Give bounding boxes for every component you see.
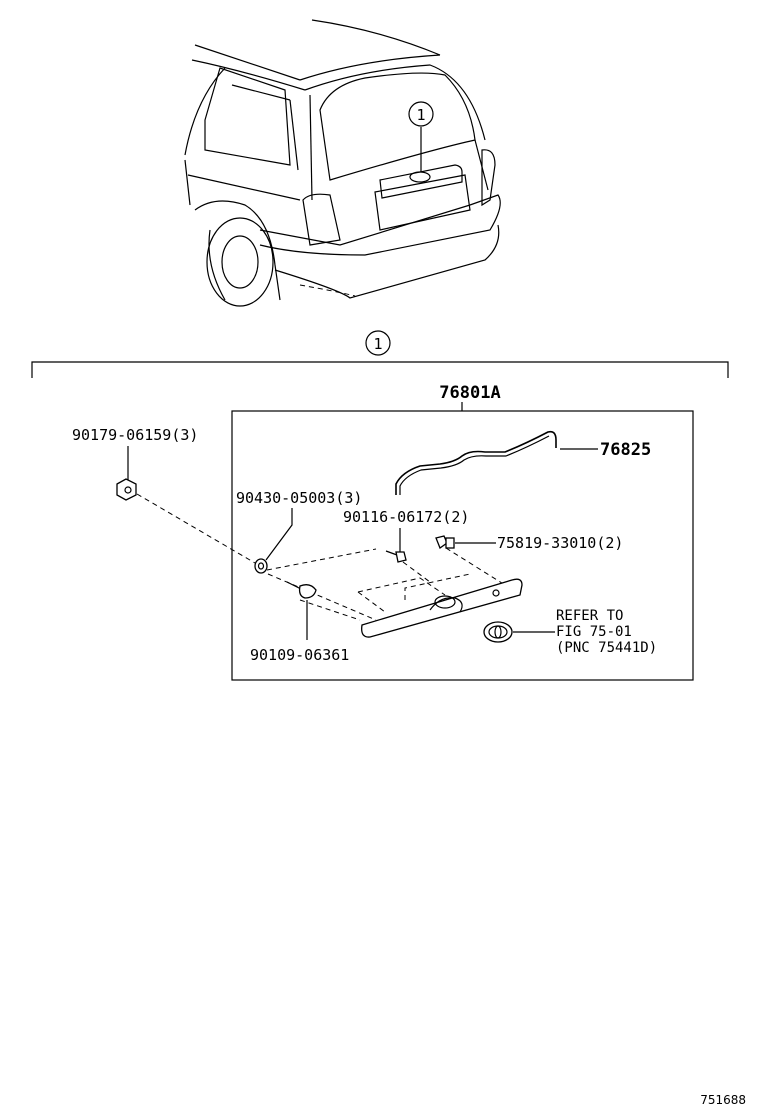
vehicle-rear-illustration (184, 19, 501, 307)
svg-text:(PNC 75441D): (PNC 75441D) (556, 640, 657, 656)
part-90116-bolt[interactable] (385, 550, 407, 563)
part-label-90109[interactable]: 90109-06361 (250, 646, 349, 664)
part-garnish[interactable] (361, 578, 523, 638)
svg-text:1: 1 (416, 106, 425, 124)
part-emblem[interactable] (483, 621, 513, 643)
figure-id: 751688 (700, 1093, 746, 1107)
part-label-90116[interactable]: 90116-06172(2) (343, 508, 469, 526)
reference-note[interactable]: REFER TO FIG 75-01 (PNC 75441D) (556, 608, 657, 656)
part-75819-nut[interactable] (435, 535, 455, 550)
part-label-90179[interactable]: 90179-06159(3) (72, 426, 198, 444)
part-label-76825[interactable]: 76825 (600, 440, 651, 460)
part-90179-clip[interactable] (116, 478, 137, 501)
assembly-boundary-box (231, 410, 694, 681)
part-90109-screw[interactable] (286, 581, 317, 599)
part-label-75819[interactable]: 75819-33010(2) (497, 534, 623, 552)
part-76825-seal[interactable] (395, 430, 557, 495)
svg-text:FIG 75-01: FIG 75-01 (556, 624, 632, 640)
svg-text:1: 1 (373, 335, 382, 353)
part-label-90430[interactable]: 90430-05003(3) (236, 489, 362, 507)
part-90430-washer[interactable] (254, 558, 268, 574)
callout-marker-vehicle[interactable]: 1 (408, 101, 434, 127)
assembly-bracket (31, 361, 729, 378)
assembly-part-number[interactable]: 76801A (439, 383, 500, 403)
callout-marker-assembly[interactable]: 1 (365, 330, 391, 356)
svg-text:REFER TO: REFER TO (556, 608, 623, 624)
